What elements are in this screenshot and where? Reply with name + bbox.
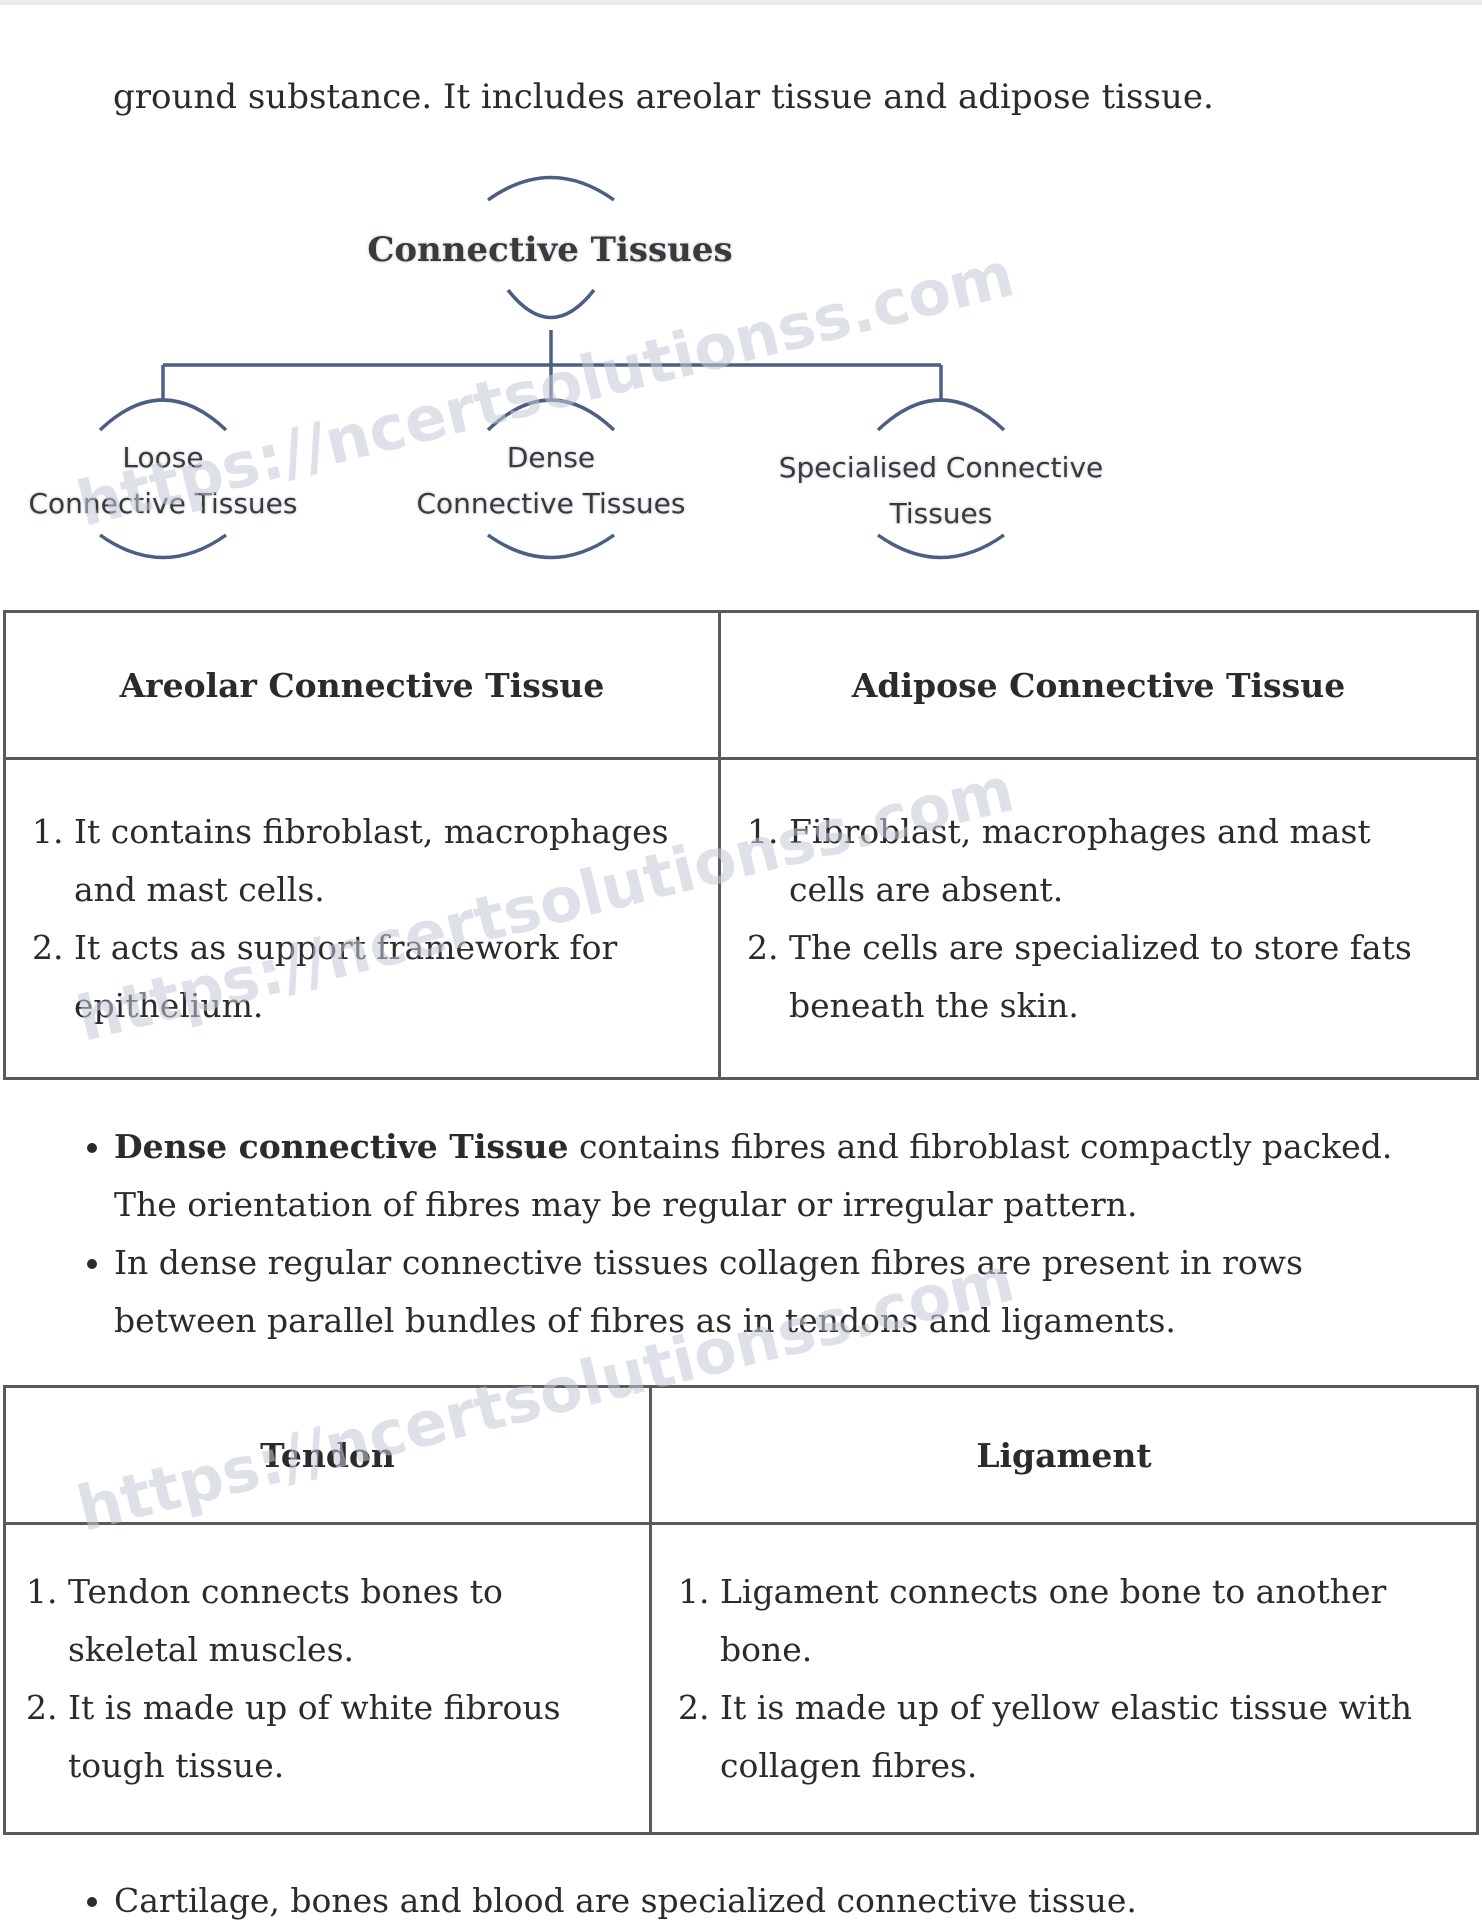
list-item: Cartilage, bones and blood are specializ… (114, 1872, 1444, 1930)
table-header: Ligament (649, 1385, 1479, 1525)
list-item: Dense connective Tissue contains fibres … (114, 1118, 1444, 1234)
table-cell: It contains fibroblast, macrophages and … (3, 757, 721, 1080)
diagram-node-loose: Loose Connective Tissues (28, 441, 298, 520)
tendon-list: Tendon connects bones to skeletal muscle… (6, 1563, 649, 1795)
table-header: Areolar Connective Tissue (3, 610, 721, 760)
intro-paragraph: ground substance. It includes areolar ti… (113, 77, 1214, 117)
list-item: Tendon connects bones to skeletal muscle… (68, 1563, 633, 1679)
list-item: It is made up of white fibrous tough tis… (68, 1679, 633, 1795)
dense-tissue-bullets: Dense connective Tissue contains fibres … (60, 1118, 1444, 1350)
list-item: It is made up of yellow elastic tissue w… (720, 1679, 1446, 1795)
list-item: The cells are specialized to store fats … (789, 919, 1436, 1035)
adipose-list: Fibroblast, macrophages and mast cells a… (721, 803, 1476, 1035)
list-item: Fibroblast, macrophages and mast cells a… (789, 803, 1436, 919)
ligament-list: Ligament connects one bone to another bo… (652, 1563, 1476, 1795)
list-item: It contains fibroblast, macrophages and … (74, 803, 718, 919)
table-header: Tendon (3, 1385, 652, 1525)
diagram-node-dense: Dense Connective Tissues (416, 441, 686, 520)
diagram-node-specialised: Specialised Connective Tissues (778, 451, 1104, 530)
table-cell: Tendon connects bones to skeletal muscle… (3, 1522, 652, 1835)
top-divider (0, 0, 1482, 5)
list-item: It acts as support framework for epithel… (74, 919, 718, 1035)
list-item: Ligament connects one bone to another bo… (720, 1563, 1446, 1679)
specialized-tissue-bullets: Cartilage, bones and blood are specializ… (60, 1872, 1444, 1930)
table-header: Adipose Connective Tissue (718, 610, 1479, 760)
diagram-root-label: Connective Tissues (367, 230, 733, 270)
list-item: In dense regular connective tissues coll… (114, 1234, 1444, 1350)
areolar-adipose-table: Areolar Connective Tissue Adipose Connec… (3, 610, 1479, 1080)
table-cell: Fibroblast, macrophages and mast cells a… (718, 757, 1479, 1080)
diagram-connectors (98, 175, 1006, 560)
connective-tissue-diagram: Connective Tissues Loose Connective Tiss… (0, 160, 1482, 580)
areolar-list: It contains fibroblast, macrophages and … (6, 803, 718, 1035)
tendon-ligament-table: Tendon Ligament Tendon connects bones to… (3, 1385, 1479, 1835)
table-cell: Ligament connects one bone to another bo… (649, 1522, 1479, 1835)
